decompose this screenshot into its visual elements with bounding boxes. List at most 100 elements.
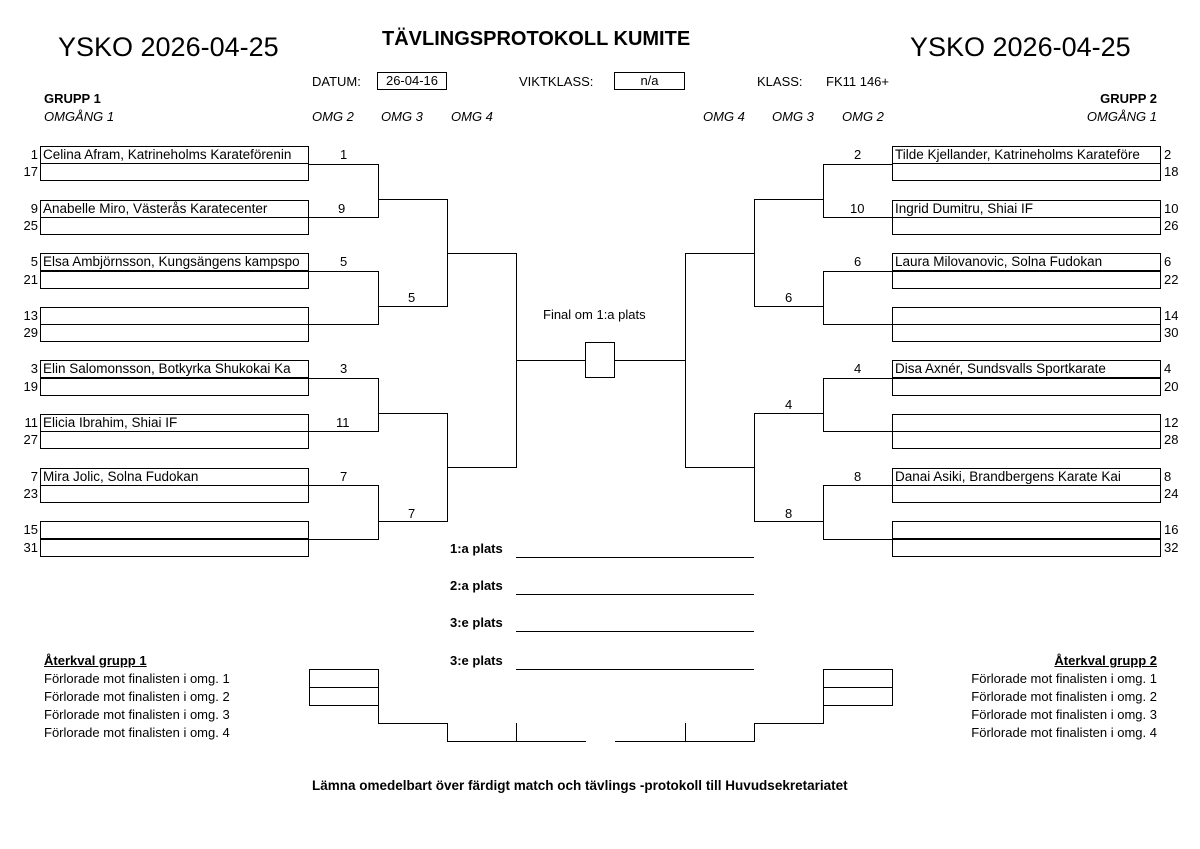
final-box[interactable]	[585, 342, 615, 378]
group2-seed: 22	[1164, 272, 1179, 287]
bracket-line	[823, 669, 893, 670]
klass-value: FK11 146+	[826, 74, 890, 89]
group1-competitor-box[interactable]: Elsa Ambjörnsson, Kungsängens kampspo	[40, 253, 309, 271]
viktklass-field[interactable]: n/a	[614, 72, 685, 90]
event-title-left: YSKO 2026-04-25	[58, 32, 279, 62]
group2-round3-number: 4	[785, 397, 793, 412]
group1-competitor-box[interactable]	[40, 163, 309, 181]
bracket-line	[447, 253, 517, 254]
group2-competitor-box[interactable]: Laura Milovanovic, Solna Fudokan	[892, 253, 1161, 271]
group1-competitor-box[interactable]: Anabelle Miro, Västerås Karatecenter	[40, 200, 309, 218]
bracket-line	[754, 521, 824, 522]
group1-competitor-box[interactable]: Elin Salomonsson, Botkyrka Shukokai Ka	[40, 360, 309, 378]
group1-competitor-box[interactable]	[40, 324, 309, 342]
group1-seed: 11	[24, 415, 39, 430]
group2-seed: 24	[1164, 486, 1179, 501]
bracket-line	[516, 741, 586, 742]
group1-competitor-box[interactable]: Celina Afram, Katrineholms Karateförenin	[40, 146, 309, 164]
group2-competitor-box[interactable]	[892, 539, 1161, 557]
group2-competitor-box[interactable]	[892, 307, 1161, 325]
group2-competitor-box[interactable]	[892, 414, 1161, 432]
placing-line[interactable]	[516, 594, 754, 595]
bracket-line	[378, 413, 448, 414]
group2-competitor-box[interactable]: Tilde Kjellander, Katrineholms Karateför…	[892, 146, 1161, 164]
bracket-line	[378, 485, 379, 540]
group2-competitor-box[interactable]: Ingrid Dumitru, Shiai IF	[892, 200, 1161, 218]
bracket-line	[685, 253, 755, 254]
bracket-line	[823, 324, 893, 325]
group1-seed: 13	[23, 308, 38, 323]
bracket-line	[754, 306, 824, 307]
placing-line[interactable]	[516, 557, 754, 558]
bracket-line	[754, 199, 824, 200]
bracket-line	[685, 741, 755, 742]
group1-round2-label: OMG 2	[312, 109, 354, 124]
group2-competitor-box[interactable]	[892, 521, 1161, 539]
bracket-line	[309, 705, 379, 706]
datum-field[interactable]: 26-04-16	[377, 72, 447, 90]
bracket-line	[823, 687, 893, 688]
group1-seed: 5	[30, 254, 38, 269]
group2-seed: 32	[1164, 540, 1179, 555]
group2-competitor-box[interactable]	[892, 324, 1161, 342]
bracket-line	[823, 669, 824, 724]
placing-line[interactable]	[516, 669, 754, 670]
group1-competitor-box[interactable]: Elicia Ibrahim, Shiai IF	[40, 414, 309, 432]
group2-competitor-box[interactable]	[892, 431, 1161, 449]
group2-competitor-box[interactable]	[892, 485, 1161, 503]
bracket-line	[309, 217, 379, 218]
bracket-line	[754, 413, 824, 414]
group2-seed: 16	[1164, 522, 1179, 537]
group1-seed: 9	[30, 201, 38, 216]
group1-competitor-box[interactable]	[40, 431, 309, 449]
group2-round2-number: 8	[854, 469, 862, 484]
bracket-line	[516, 360, 586, 361]
group1-competitor-box[interactable]	[40, 539, 309, 557]
group1-round3-number: 7	[408, 506, 416, 521]
group2-seed: 26	[1164, 218, 1179, 233]
group2-round3-number: 6	[785, 290, 793, 305]
group1-competitor-box[interactable]	[40, 485, 309, 503]
bracket-line	[309, 687, 379, 688]
group1-round2-number: 11	[336, 415, 350, 430]
group2-competitor-box[interactable]: Danai Asiki, Brandbergens Karate Kai	[892, 468, 1161, 486]
datum-label: DATUM:	[312, 74, 361, 89]
group1-competitor-box[interactable]: Mira Jolic, Solna Fudokan	[40, 468, 309, 486]
bracket-line	[447, 723, 448, 742]
repechage2-row-3: Förlorade mot finalisten i omg. 3	[971, 707, 1157, 722]
bracket-line	[378, 199, 448, 200]
bracket-line	[823, 705, 893, 706]
group1-round2-number: 5	[340, 254, 348, 269]
bracket-line	[378, 164, 379, 218]
group2-seed: 28	[1164, 432, 1179, 447]
bracket-line	[823, 217, 893, 218]
bracket-line	[754, 723, 755, 742]
group2-seed: 12	[1164, 415, 1179, 430]
bracket-line	[309, 378, 379, 379]
group1-competitor-box[interactable]	[40, 271, 309, 289]
group2-seed: 18	[1164, 164, 1179, 179]
bracket-line	[823, 485, 824, 540]
group1-competitor-box[interactable]	[40, 521, 309, 539]
repechage2-row-2: Förlorade mot finalisten i omg. 2	[971, 689, 1157, 704]
group1-competitor-box[interactable]	[40, 378, 309, 396]
group2-round3-label: OMG 3	[772, 109, 814, 124]
group2-round1-label: OMGÅNG 1	[1086, 109, 1157, 124]
group1-competitor-box[interactable]	[40, 307, 309, 325]
group2-competitor-box[interactable]	[892, 378, 1161, 396]
group1-round1-label: OMGÅNG 1	[44, 109, 115, 124]
bracket-line	[378, 306, 448, 307]
group2-seed: 14	[1164, 308, 1179, 323]
bracket-line	[892, 669, 893, 706]
group2-competitor-box[interactable]	[892, 163, 1161, 181]
bracket-line	[309, 324, 379, 325]
group2-round4-label: OMG 4	[703, 109, 745, 124]
placing-line[interactable]	[516, 631, 754, 632]
group1-competitor-box[interactable]	[40, 217, 309, 235]
group2-competitor-box[interactable]	[892, 217, 1161, 235]
bracket-line	[823, 539, 893, 540]
group2-round2-number: 6	[854, 254, 862, 269]
group2-competitor-box[interactable]: Disa Axnér, Sundsvalls Sportkarate	[892, 360, 1161, 378]
bracket-line	[378, 271, 379, 325]
group2-competitor-box[interactable]	[892, 271, 1161, 289]
